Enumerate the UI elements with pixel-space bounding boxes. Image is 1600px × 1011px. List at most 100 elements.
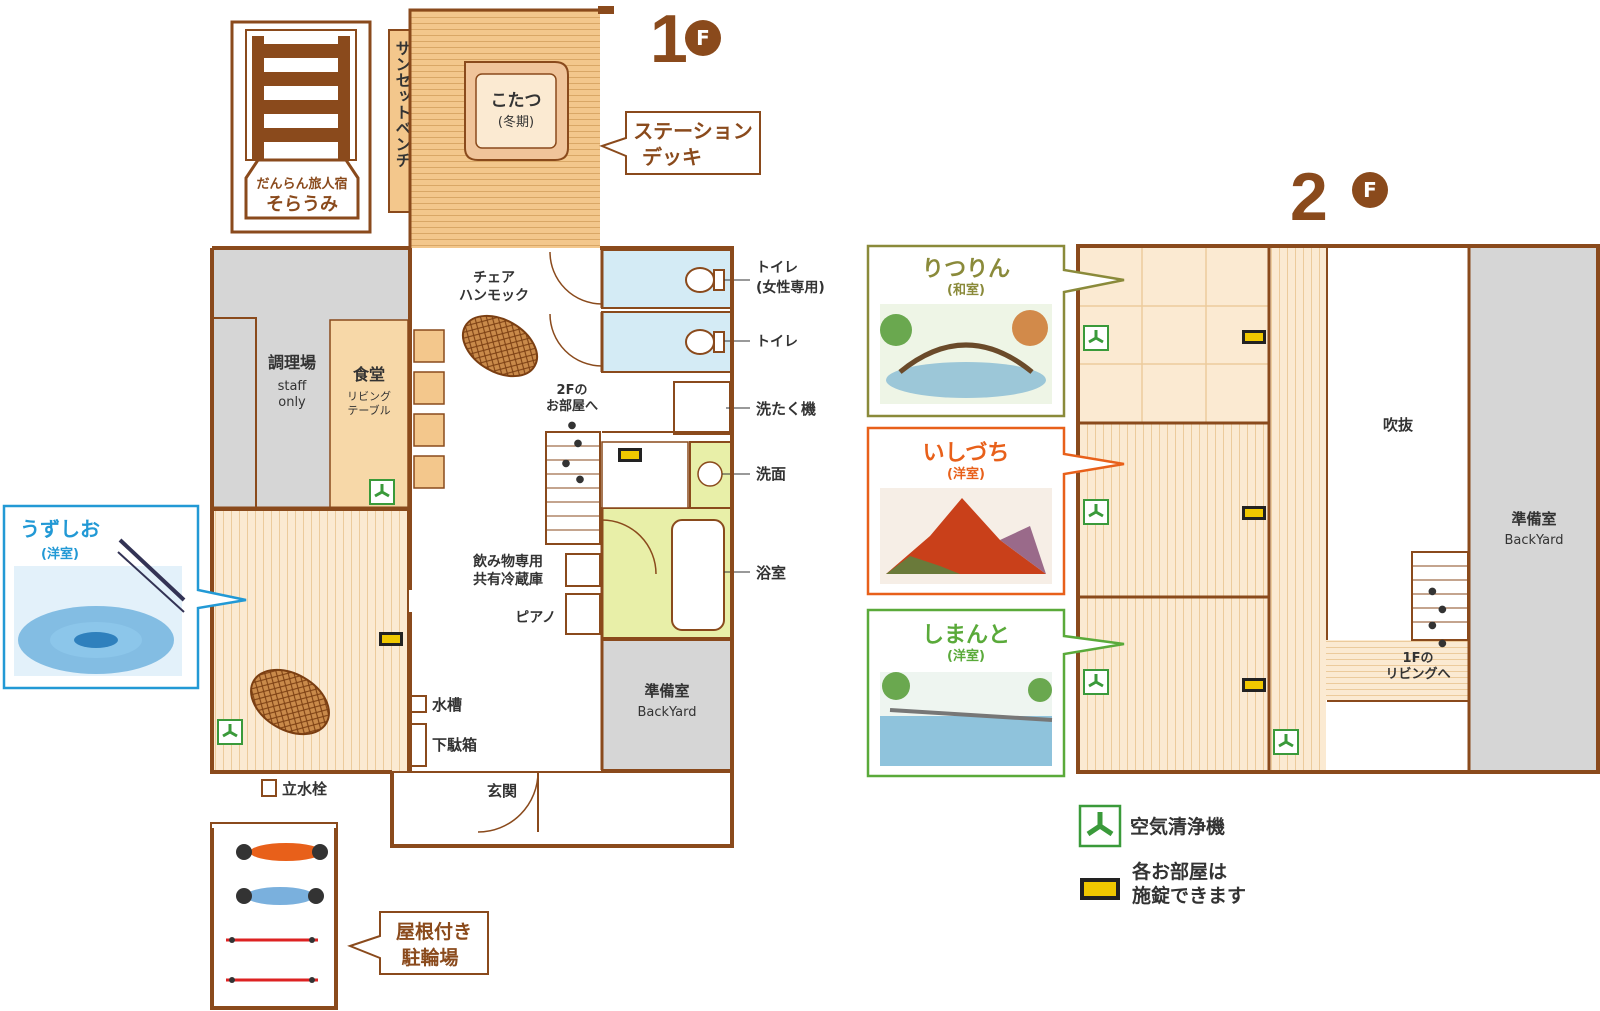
hammock-icon: [462, 314, 538, 378]
paw-icon: ●: [1428, 586, 1437, 597]
bicycle-icon: [226, 977, 318, 983]
floor1-level-badge-circle: [685, 20, 721, 56]
air-purifier-icon: [1273, 729, 1299, 755]
legend-key-icon: [1080, 878, 1120, 900]
bathtub: [671, 519, 725, 631]
shoe-box: [409, 723, 427, 767]
kitchen-label: 調理場: [268, 353, 316, 372]
kotatsu-label: こたつ: [491, 91, 542, 111]
uzushio-name: うずしお: [20, 517, 100, 541]
sign-line-2: そらうみ: [266, 194, 338, 215]
shimanto-type: (洋室): [947, 648, 985, 664]
landing-2f: [1326, 640, 1468, 700]
paw-icon: ●: [1438, 604, 1447, 615]
storage-2f-label: 準備室: [1511, 510, 1556, 528]
entrance-area: [391, 771, 733, 847]
ritsurin-illustration: [880, 304, 1052, 404]
bath-label: 浴室: [756, 564, 786, 582]
air-purifier-icon: [1083, 499, 1109, 525]
shoe-box-label: 下駄箱: [432, 736, 477, 754]
uzushio-illustration: [14, 538, 186, 676]
floor1-level-number: 1: [650, 1, 688, 77]
ritsurin-name: りつりん: [922, 257, 1010, 282]
faucet-icon: [261, 779, 277, 797]
storage-2f-room: [1470, 248, 1598, 770]
dining-note-1: リビング: [347, 389, 391, 403]
chair: [413, 371, 445, 405]
station-deck-label-2: デッキ: [642, 145, 702, 169]
paw-icon: ●: [1428, 620, 1437, 631]
entrance-label: 玄関: [487, 782, 517, 800]
stairs-2f: [1411, 551, 1469, 641]
air-purifier-icon: [369, 479, 395, 505]
to-1f-label-2: リビングへ: [1385, 666, 1450, 682]
dining-label: 食堂: [352, 365, 385, 384]
motorcycle-icon: [236, 843, 328, 861]
key-icon: [379, 632, 403, 646]
key-icon: [618, 448, 642, 462]
railway-sign: だんらん旅人宿 そらうみ: [230, 20, 372, 234]
air-purifier-icon: [1083, 325, 1109, 351]
chair: [413, 329, 445, 363]
sunset-bench-label: サンセットベンチ: [393, 40, 412, 168]
station-deck-label-1: ステーション: [633, 119, 753, 143]
hammock-icon: [250, 668, 330, 736]
washbasin-icon: [697, 461, 723, 487]
fridge-label-2: 共有冷蔵庫: [473, 571, 543, 588]
motorcycle-icon: [236, 887, 324, 905]
piano: [565, 593, 601, 635]
room-shimanto: [1078, 598, 1268, 770]
toilet-women-label: トイレ: [756, 260, 798, 276]
kitchen-note-2: only: [278, 395, 306, 410]
toilet-women-note: (女性専用): [756, 279, 825, 296]
ishizuchi-illustration: [880, 488, 1052, 584]
toilet-women-icon: [685, 267, 725, 293]
faucet-label: 立水栓: [282, 780, 327, 798]
paw-icon: ●: [1438, 638, 1447, 649]
paw-icon: ●: [562, 458, 571, 469]
fridge: [565, 553, 601, 587]
atrium-label: 吹抜: [1383, 416, 1414, 434]
paw-icon: ●: [568, 420, 577, 431]
piano-label: ピアノ: [515, 610, 556, 626]
stairs-1f: [545, 431, 601, 545]
hammock-label-2: ハンモック: [459, 288, 529, 304]
hammock-label-1: チェア: [473, 270, 515, 286]
to-2f-label-2: お部屋へ: [546, 398, 598, 414]
floor2-level-number: 2: [1290, 159, 1328, 235]
legend-lock-label-2: 施錠できます: [1132, 884, 1246, 907]
dining-room: [329, 319, 409, 509]
parking-label-1: 屋根付き: [396, 920, 472, 943]
key-icon: [1242, 506, 1266, 520]
chair: [413, 413, 445, 447]
paw-icon: ●: [576, 474, 585, 485]
shimanto-name: しまんと: [922, 623, 1010, 648]
bicycle-icon: [226, 937, 318, 943]
floor2-level-badge: F: [1363, 178, 1377, 202]
chair: [413, 455, 445, 489]
toilet-icon: [685, 329, 725, 355]
legend-purifier-label: 空気清浄機: [1130, 815, 1225, 838]
washing-machine: [673, 381, 731, 435]
parking-label-2: 駐輪場: [401, 946, 458, 969]
parking-callout: [347, 911, 489, 975]
shimanto-illustration: [880, 672, 1053, 766]
storage-2f-label-en: BackYard: [1504, 533, 1563, 548]
storage-1f-label: 準備室: [644, 682, 689, 700]
ishizuchi-name: いしづち: [923, 441, 1010, 466]
air-purifier-icon: [1083, 669, 1109, 695]
to-2f-label-1: 2Fの: [557, 383, 588, 398]
kitchen-note-1: staff: [278, 379, 308, 394]
ishizuchi-type: (洋室): [947, 466, 985, 482]
kotatsu-note: (冬期): [498, 114, 534, 130]
corridor-2f: [1270, 248, 1326, 770]
paw-icon: ●: [574, 438, 583, 449]
tatami-lines: [1078, 248, 1268, 422]
station-deck-callout: [599, 111, 761, 175]
air-purifier-icon: [217, 719, 243, 745]
storage-1f-label-en: BackYard: [637, 705, 696, 720]
key-icon: [1242, 678, 1266, 692]
room-ishizuchi: [1078, 424, 1268, 596]
toilet-label: トイレ: [756, 334, 798, 350]
